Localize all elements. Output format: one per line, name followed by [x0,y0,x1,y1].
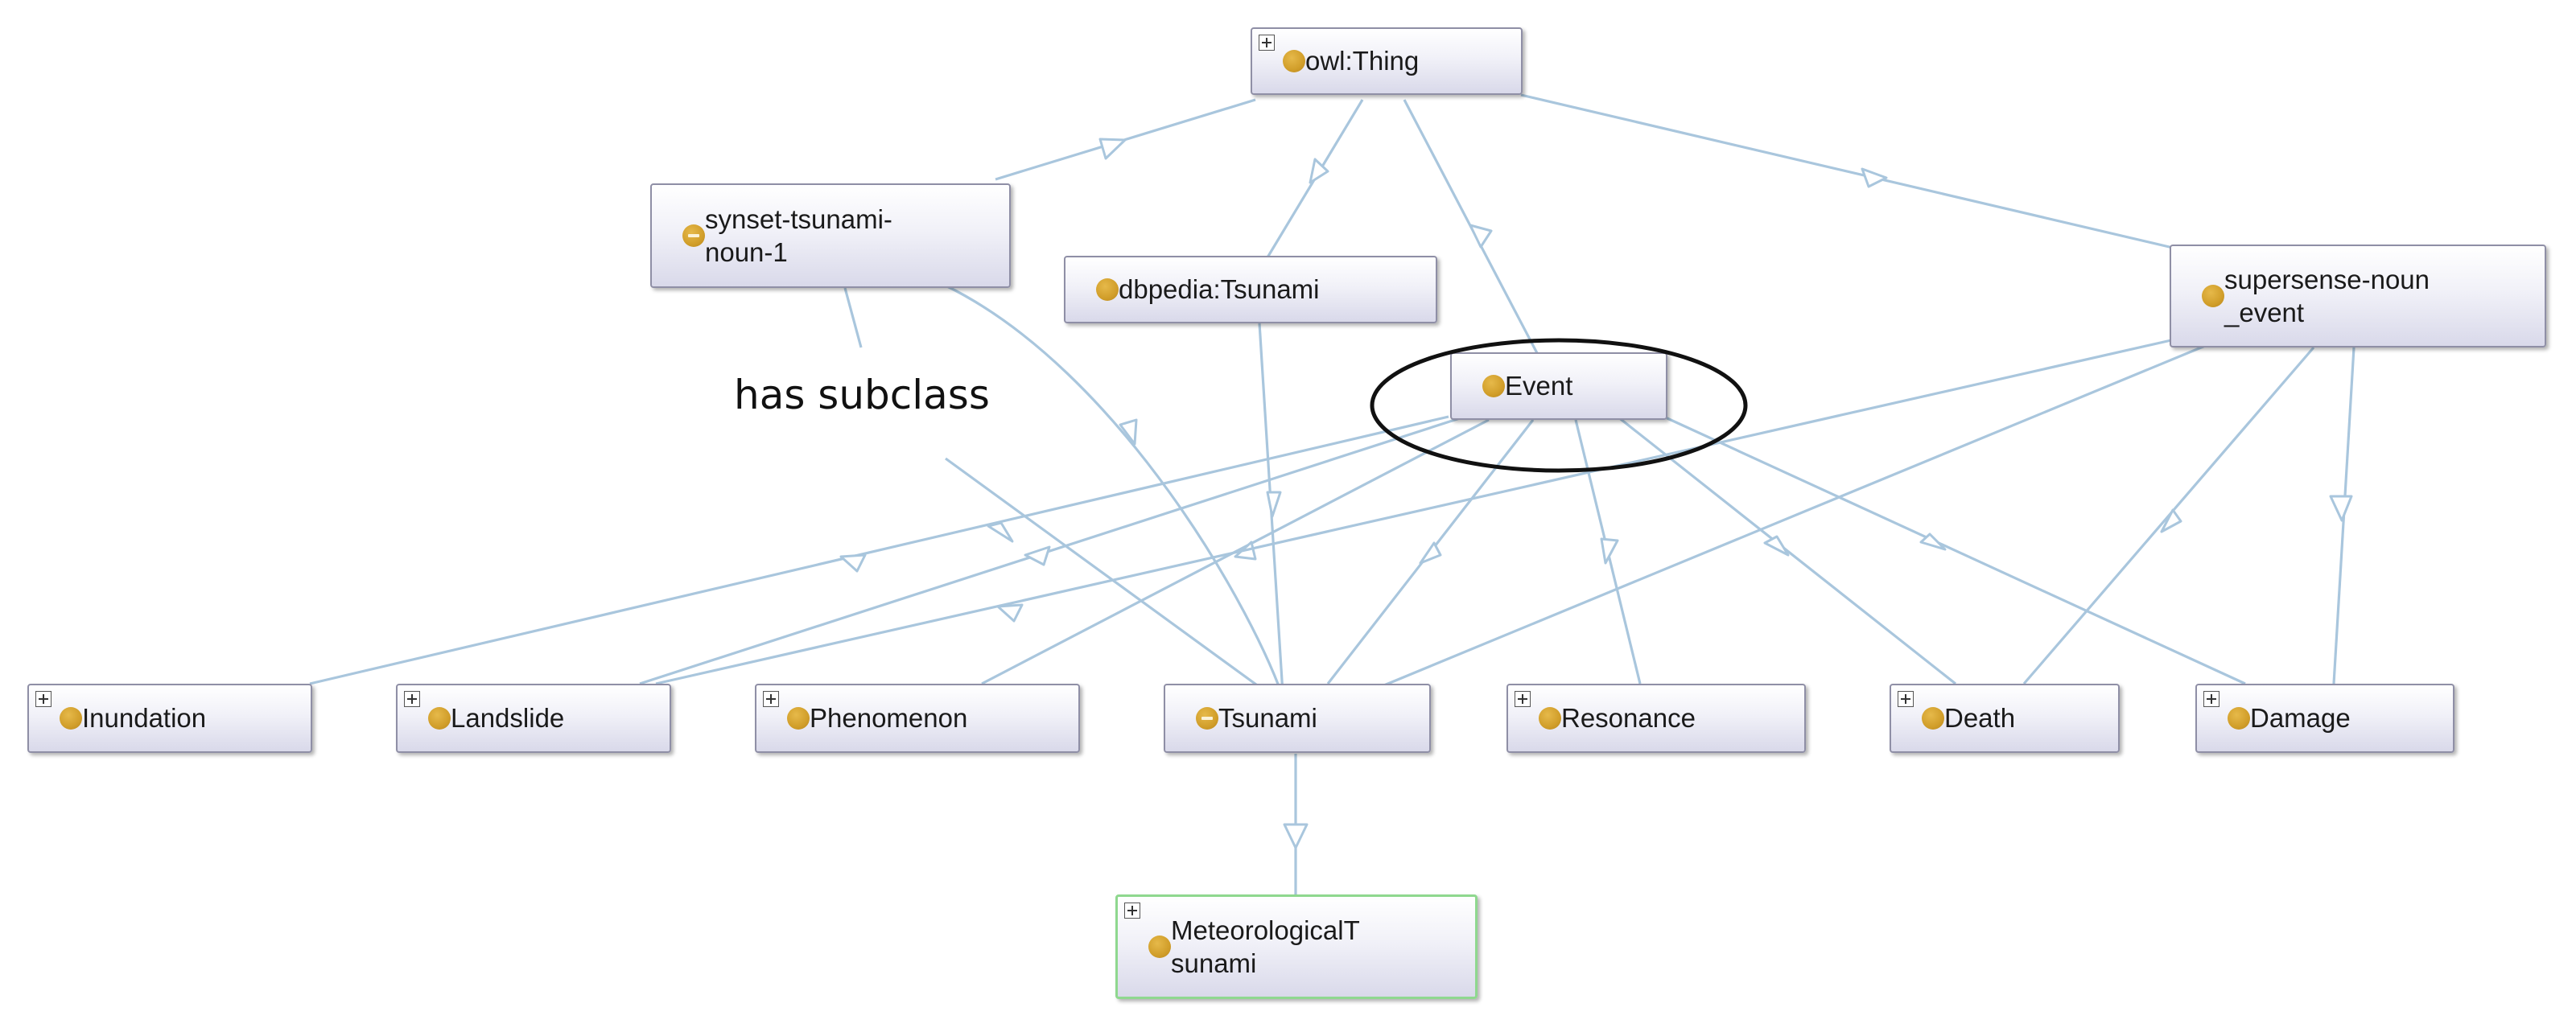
class-icon [60,707,82,730]
class-icon [428,707,451,730]
node-label: Death [1944,703,2016,734]
node-label: owl:Thing [1305,46,1420,76]
node-label: Resonance [1561,703,1696,734]
class-icon [1539,707,1561,730]
has-subclass-edge [2329,347,2355,685]
class-icon [787,707,810,730]
node-label: supersense-noun _event [2224,264,2430,327]
class-icon [1482,375,1505,397]
class-icon [1922,707,1944,730]
node-label: Phenomenon [810,703,968,734]
node-label: Inundation [82,703,207,734]
node-label: MeteorologicalT sunami [1171,915,1360,978]
has-subclass-edge [995,98,1256,181]
has-subclass-edge [1520,93,2174,249]
node-death[interactable]: Death [1890,684,2120,753]
class-icon [1196,707,1218,730]
expand-icon[interactable] [2203,691,2219,707]
node-landslide[interactable]: Landslide [396,684,671,753]
has-subclass-edge [1649,409,2246,685]
expand-icon[interactable] [1259,35,1275,51]
has-subclass-edge [945,457,1287,708]
has-subclass-edge [1266,99,1364,258]
expand-icon[interactable] [1898,691,1914,707]
node-resonance[interactable]: Resonance [1506,684,1806,753]
expand-icon[interactable] [1515,691,1531,707]
expand-icon[interactable] [404,691,420,707]
node-tsunami[interactable]: Tsunami [1164,684,1431,753]
node-damage[interactable]: Damage [2195,684,2454,753]
class-icon [2202,285,2224,307]
node-label: Damage [2250,703,2351,734]
class-icon [1096,278,1119,301]
has-subclass-edge [1329,344,2206,709]
expand-icon[interactable] [763,691,779,707]
node-dbpedia-tsunami[interactable]: dbpedia:Tsunami [1064,256,1437,323]
node-supersense-noun-event[interactable]: supersense-noun _event [2170,245,2546,347]
has-subclass-edge [843,287,863,348]
node-synset-tsunami-noun-1[interactable]: synset-tsunami- noun-1 [650,183,1011,288]
node-label: dbpedia:Tsunami [1119,274,1320,305]
node-inundation[interactable]: Inundation [27,684,312,753]
has-subclass-edge [1617,415,1956,685]
highlight-ellipse [1370,338,1748,473]
has-subclass-edge [945,284,1288,707]
node-label: Event [1505,371,1573,401]
has-subclass-edge [1258,323,1285,707]
node-label: Landslide [451,703,565,734]
expand-icon[interactable] [1124,903,1140,919]
edge-annotation-label: has subclass [734,372,990,418]
has-subclass-edge [655,335,2190,685]
class-icon [1283,50,1305,72]
node-meteorological-tsunami[interactable]: MeteorologicalT sunami [1115,894,1478,999]
node-event[interactable]: Event [1450,352,1667,420]
has-subclass-edge [1574,419,1642,685]
expand-icon[interactable] [35,691,52,707]
node-phenomenon[interactable]: Phenomenon [755,684,1080,753]
node-owl-thing[interactable]: owl:Thing [1251,27,1523,95]
has-subclass-edge [1283,754,1309,894]
has-subclass-edge [1403,99,1539,354]
node-label: synset-tsunami- noun-1 [705,204,892,267]
has-subclass-edge [2022,346,2315,685]
has-subclass-edge [639,415,1465,685]
has-subclass-edge [309,415,1449,685]
class-icon [682,224,705,247]
node-label: Tsunami [1218,703,1317,734]
class-icon [1148,935,1171,958]
has-subclass-edge [1326,419,1535,685]
class-icon [2228,707,2250,730]
